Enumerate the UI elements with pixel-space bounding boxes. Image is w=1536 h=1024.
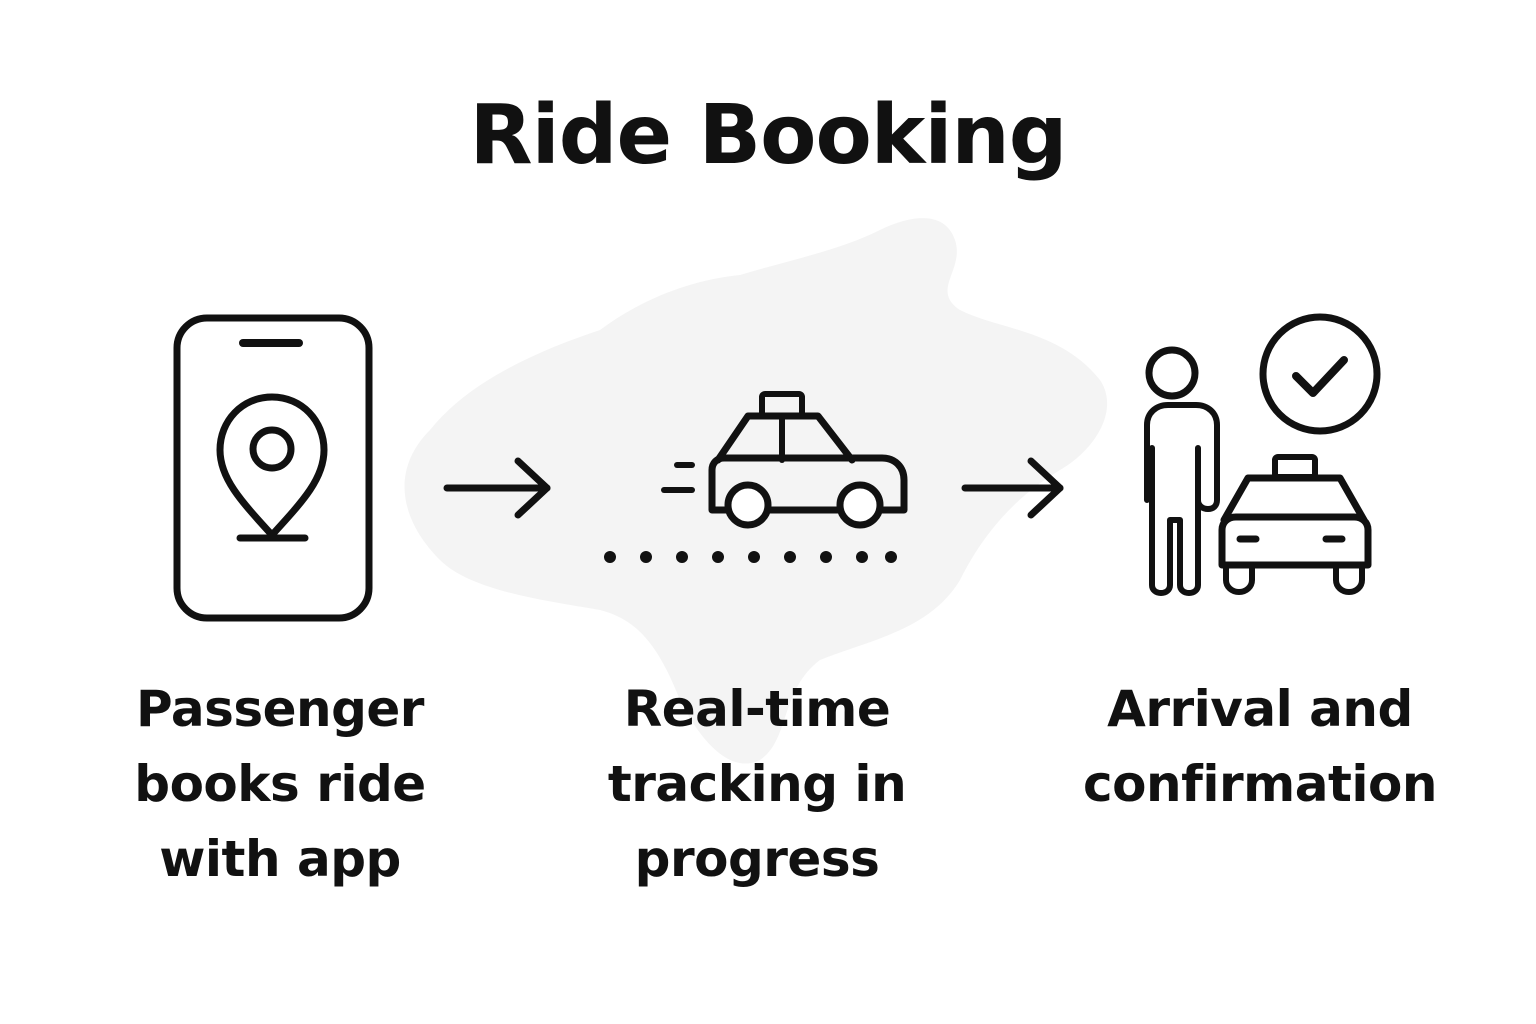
step-label-arrival: Arrival and confirmation: [1083, 680, 1437, 813]
arrow-right-icon: [443, 457, 551, 519]
arrow-right-icon: [961, 457, 1064, 519]
phone-location-icon: [173, 314, 373, 622]
step-label-booking: Passenger books ride with app: [134, 680, 426, 888]
step-label-tracking: Real-time tracking in progress: [607, 680, 907, 888]
passenger-taxi-check-icon: [1144, 313, 1381, 596]
diagram-title: Ride Booking: [469, 88, 1068, 183]
tracking-dots: [604, 551, 897, 563]
moving-taxi-icon: [661, 391, 908, 529]
